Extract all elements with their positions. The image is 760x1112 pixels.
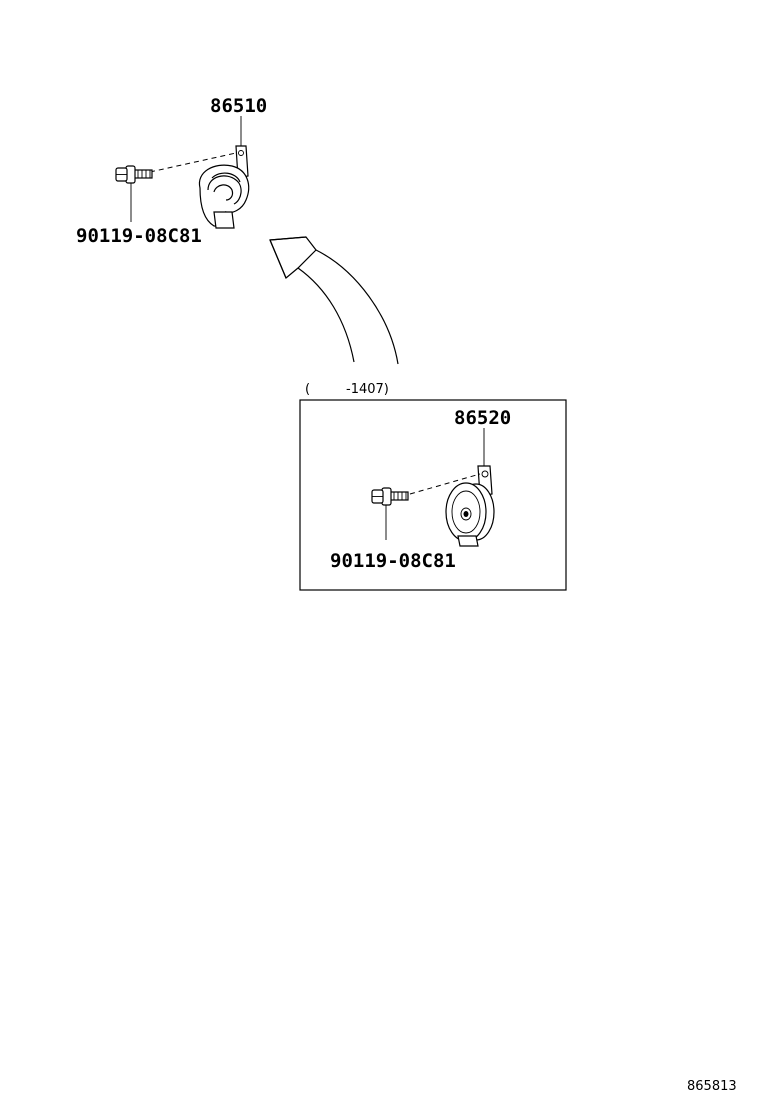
upper-horn-assembly: 86510	[76, 95, 267, 247]
bolt-path-lower	[409, 473, 481, 495]
label-86520: 86520	[454, 407, 511, 429]
bolt-upper-icon	[115, 165, 153, 184]
figure-code: 865813	[687, 1079, 737, 1094]
label-bolt-upper: 90119-08C81	[76, 225, 202, 247]
lower-horn-assembly: 86520	[330, 407, 511, 572]
horn-86510-icon	[198, 145, 250, 229]
variant-box	[299, 399, 567, 591]
bolt-lower-icon	[371, 487, 409, 506]
label-bolt-lower: 90119-08C81	[330, 550, 456, 572]
date-range-end: -1407)	[346, 382, 389, 397]
label-86510: 86510	[210, 95, 267, 117]
bolt-path-upper	[149, 152, 237, 173]
horn-86520-icon	[445, 465, 495, 547]
transition-arrow-icon	[269, 236, 399, 365]
date-range-open: (	[305, 382, 310, 397]
